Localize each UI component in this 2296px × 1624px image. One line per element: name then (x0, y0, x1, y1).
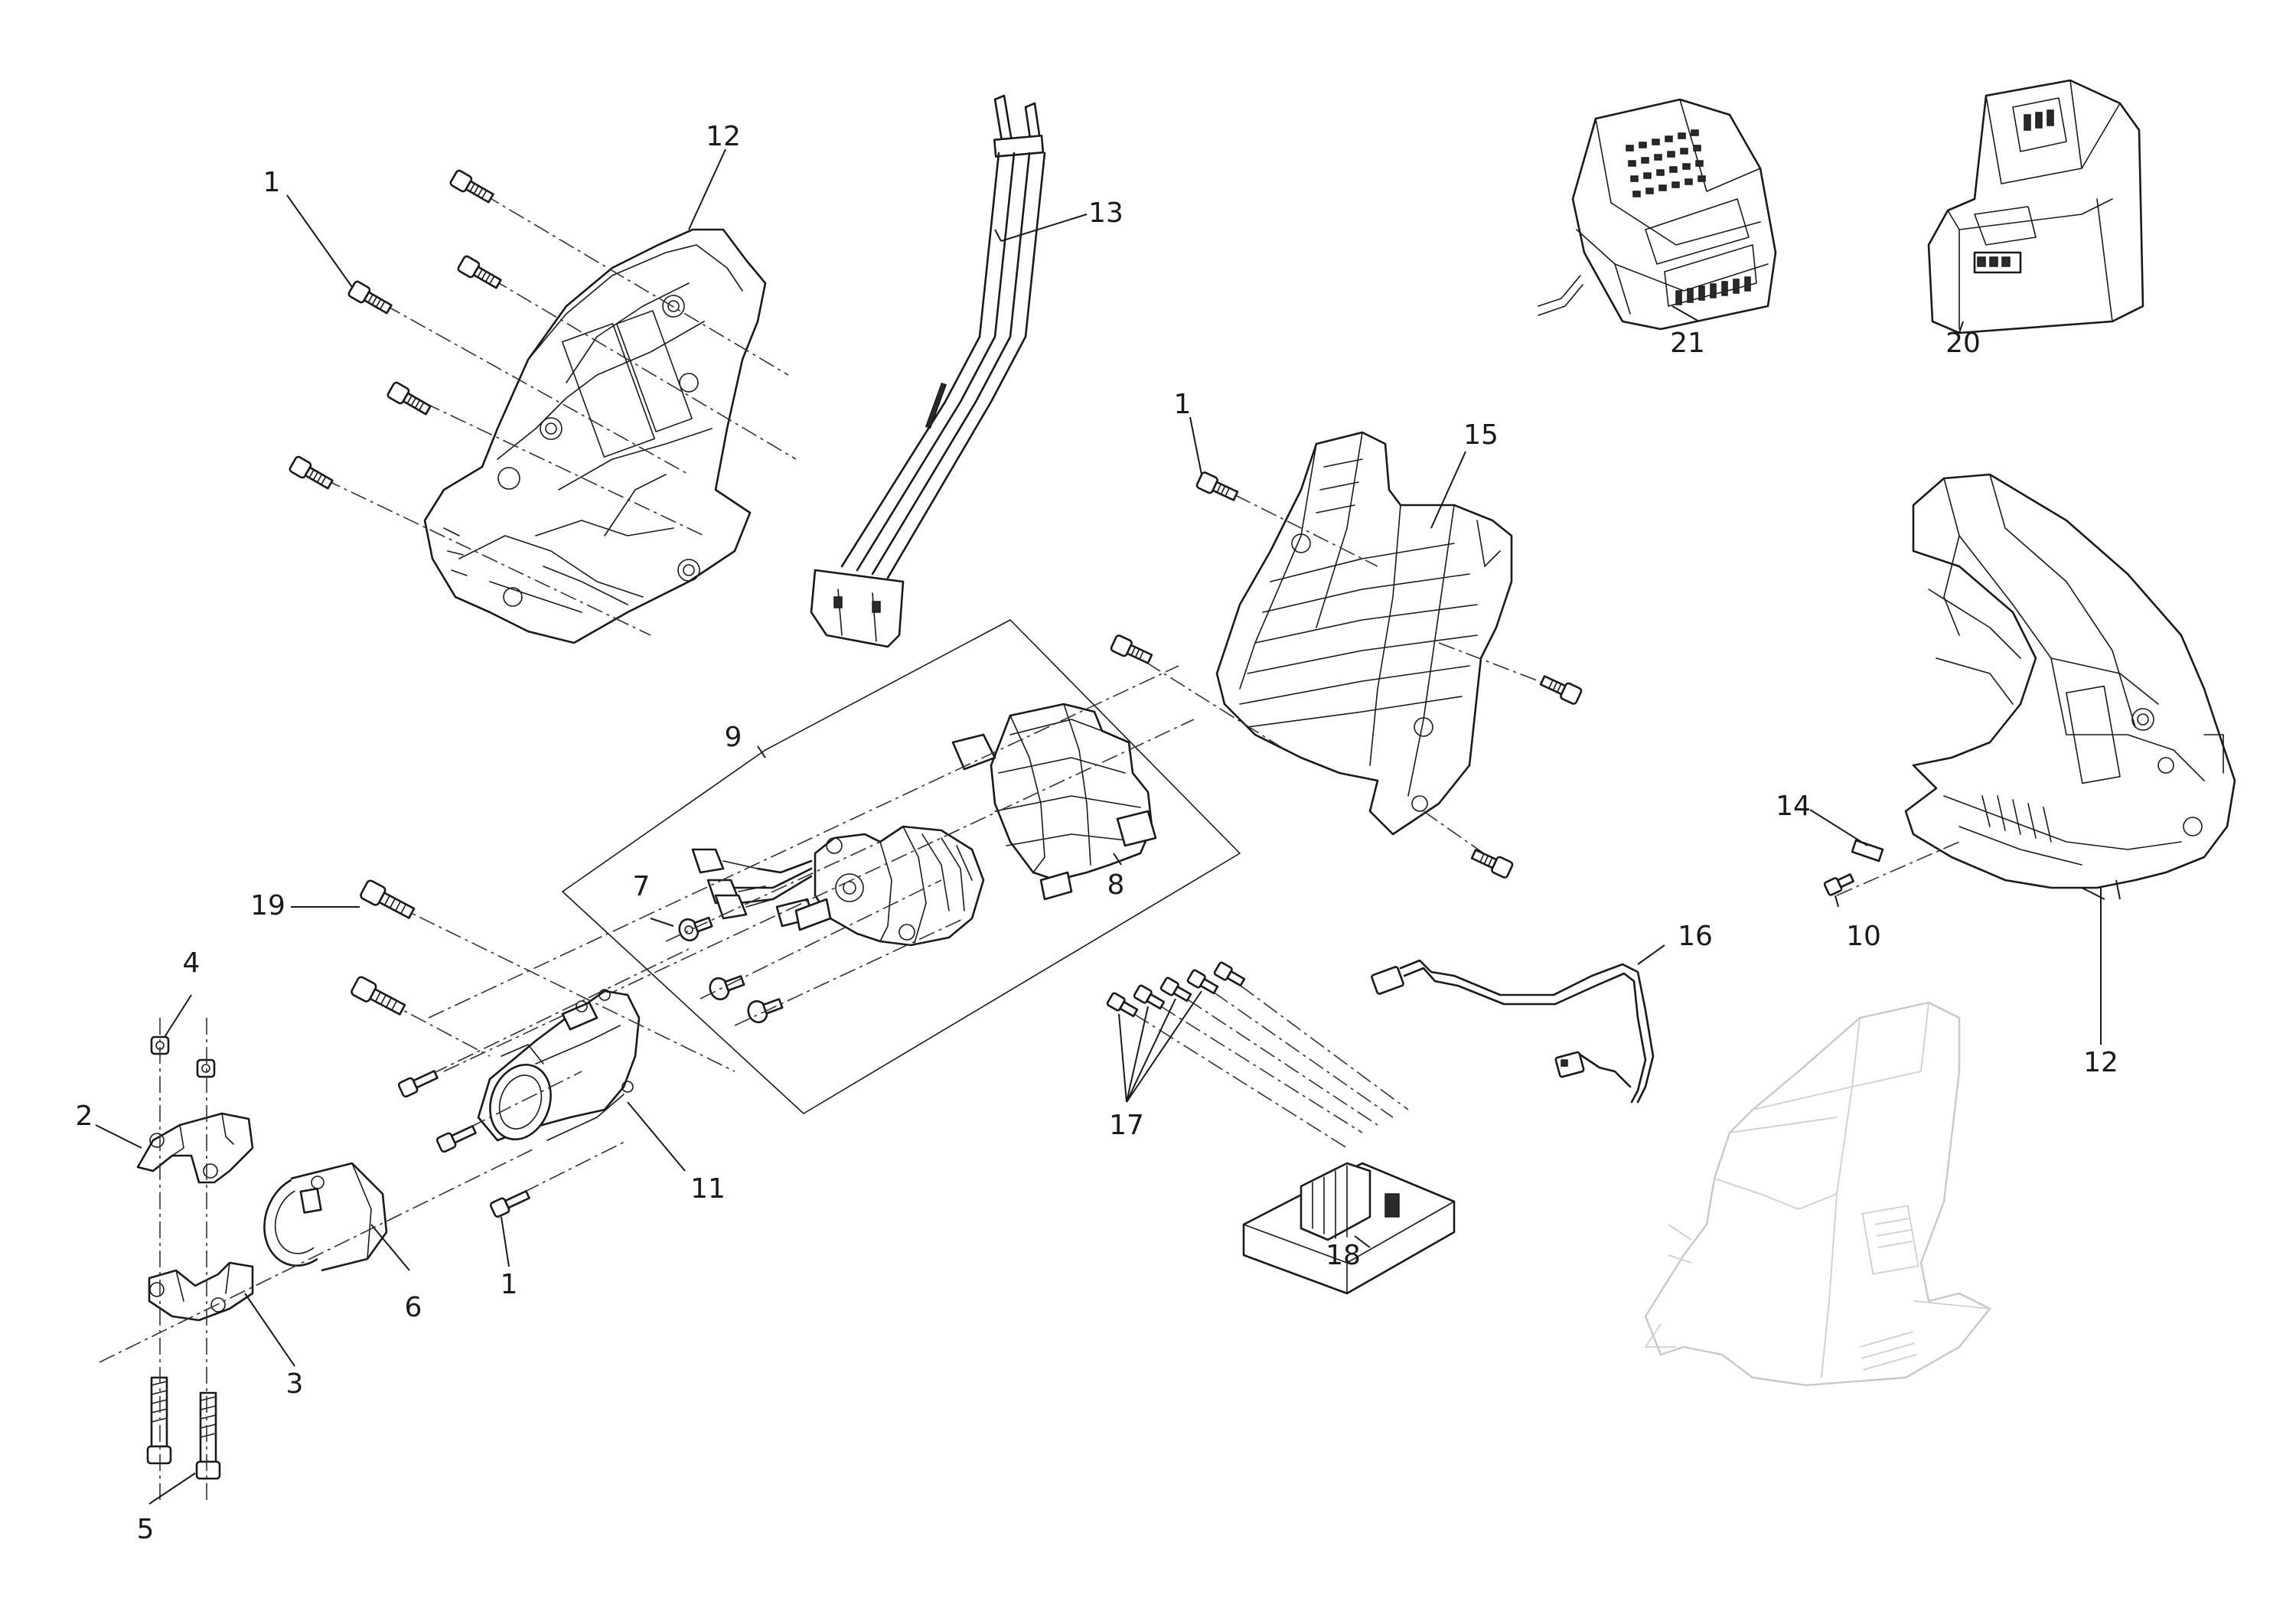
bearing-housing (477, 989, 641, 1142)
clamp-bolts (146, 1376, 221, 1480)
callout-17: 17 (1109, 1110, 1144, 1141)
callout-19: 19 (250, 890, 285, 921)
callout-18: 18 (1326, 1240, 1361, 1271)
callout-8: 8 (1107, 869, 1125, 901)
callout-labels: 1 12 13 21 20 1 15 9 14 8 7 19 10 16 4 2… (76, 121, 2118, 1545)
callout-11: 11 (690, 1173, 726, 1205)
callout-12-left: 12 (706, 121, 741, 152)
clamp-axes (99, 1018, 536, 1500)
housing-screws-lower (351, 879, 735, 1218)
left-housing-screws (289, 169, 797, 636)
callout-5: 5 (137, 1514, 155, 1545)
callout-14: 14 (1776, 791, 1811, 822)
callout-15: 15 (1463, 419, 1499, 451)
upper-clamp (136, 1112, 254, 1184)
right-housing-half (1904, 473, 2236, 889)
battery-pack (1927, 79, 2144, 334)
callout-9: 9 (725, 722, 742, 753)
callout-7: 7 (633, 871, 651, 902)
callout-12-right: 12 (2083, 1047, 2118, 1078)
callout-10: 10 (1846, 921, 1881, 952)
motor-cover (1215, 431, 1513, 836)
clamp-sleeve (263, 1162, 388, 1272)
switch-clip-and-screw (1823, 839, 1960, 896)
clamp-nuts (150, 1035, 216, 1078)
motor-cover-screws (1110, 471, 1583, 879)
battery-charger (1538, 98, 1777, 331)
callout-16: 16 (1678, 921, 1713, 952)
lower-clamp (148, 1261, 254, 1322)
wire-harness (1371, 959, 1655, 1104)
charger-vent-holes (1626, 129, 1751, 305)
controller-screws (1106, 961, 1409, 1149)
callout-4: 4 (183, 947, 201, 979)
assembled-unit-ghost (1644, 1001, 1991, 1387)
controller-board (1242, 1162, 1456, 1295)
leader-lines (95, 148, 2121, 1505)
callout-13: 13 (1088, 197, 1124, 229)
callout-1-cover: 1 (1174, 389, 1192, 420)
callout-20: 20 (1945, 328, 1981, 359)
terminal-wire-assembly (810, 94, 1046, 648)
callout-2: 2 (76, 1101, 93, 1132)
callout-6: 6 (405, 1292, 422, 1323)
motor-assembly-group (428, 619, 1241, 1114)
callout-21: 21 (1670, 328, 1705, 359)
callout-3: 3 (286, 1368, 304, 1400)
callout-1-bottom: 1 (501, 1269, 518, 1300)
left-housing-half (423, 228, 767, 644)
callout-1-top-left: 1 (263, 167, 281, 198)
